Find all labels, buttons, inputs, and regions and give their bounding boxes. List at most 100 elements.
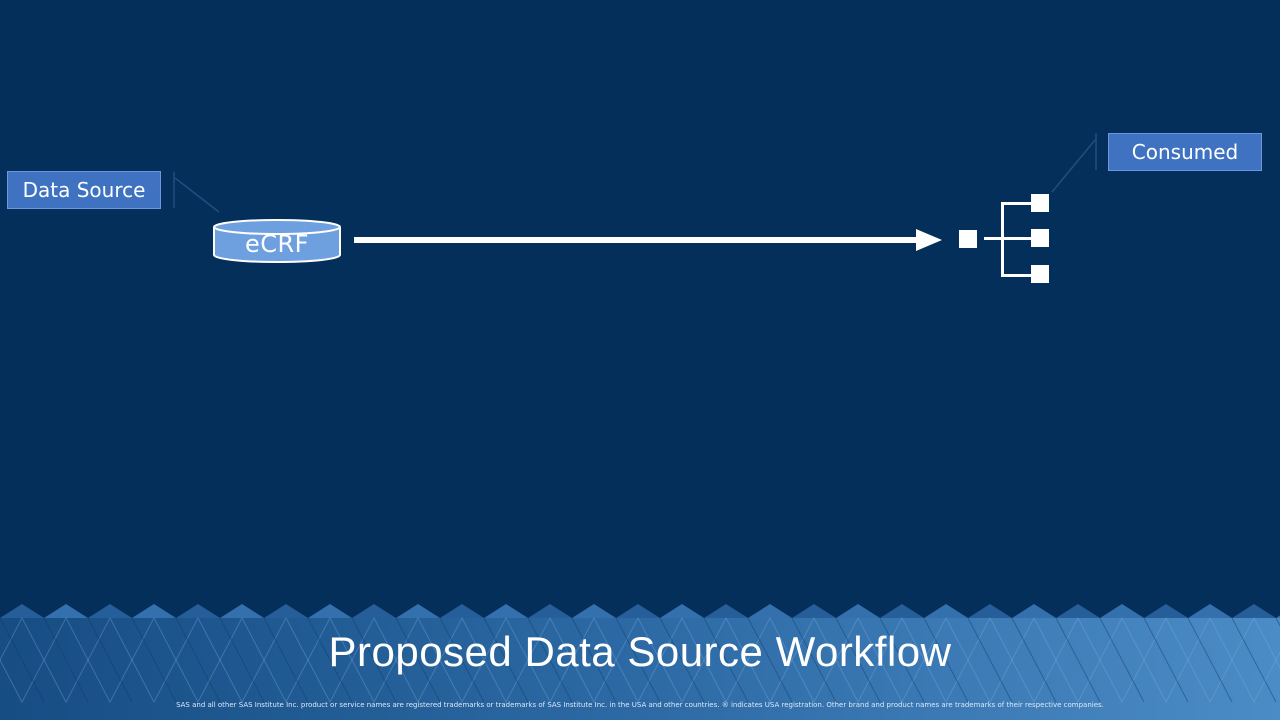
hierarchy-icon <box>959 194 1049 283</box>
band-peak <box>924 604 968 618</box>
band-peak <box>1056 604 1100 618</box>
data-source-callout: Data Source <box>7 171 161 209</box>
band-peak <box>352 604 396 618</box>
band-peak <box>44 604 88 618</box>
band-facet <box>835 616 881 704</box>
band-facet <box>175 616 221 704</box>
band-facet <box>1099 616 1145 704</box>
band-peak <box>264 604 308 618</box>
band-line <box>879 617 925 703</box>
band-line <box>395 617 441 703</box>
band-peak <box>308 604 352 618</box>
band-line <box>483 617 529 703</box>
band-line <box>527 617 573 703</box>
band-line <box>1011 617 1057 703</box>
consumed-callout-label: Consumed <box>1131 140 1239 164</box>
band-line <box>747 617 793 703</box>
band-facet <box>439 616 485 704</box>
band-peak <box>1188 604 1232 618</box>
band-facet <box>0 616 45 704</box>
band-peak <box>704 604 748 618</box>
band-line <box>835 617 881 703</box>
ecrf-label: eCRF <box>244 230 309 258</box>
legal-disclaimer: SAS and all other SAS Institute Inc. pro… <box>176 701 1104 709</box>
consumed-leader-diagonal <box>1051 139 1096 193</box>
slide-title: Proposed Data Source Workflow <box>328 628 952 675</box>
band-line <box>0 617 45 703</box>
band-line <box>791 617 837 703</box>
band-line <box>571 617 617 703</box>
flow-arrow-shaft <box>354 237 920 243</box>
band-peak <box>220 604 264 618</box>
footer-band <box>0 600 1280 720</box>
band-line <box>263 617 309 703</box>
band-peak <box>616 604 660 618</box>
band-facet <box>967 616 1013 704</box>
band-facet <box>1011 616 1057 704</box>
band-line <box>219 617 265 703</box>
band-facet <box>395 616 441 704</box>
band-facet <box>87 616 133 704</box>
band-line <box>351 617 397 703</box>
band-facet <box>1231 616 1277 704</box>
band-facet <box>659 616 705 704</box>
band-line <box>967 617 1013 703</box>
band-line <box>615 617 661 703</box>
band-peak <box>440 604 484 618</box>
band-facet <box>791 616 837 704</box>
band-line <box>1187 617 1233 703</box>
band-facet <box>1187 616 1233 704</box>
data-source-callout-label: Data Source <box>22 178 146 202</box>
band-line <box>1055 617 1101 703</box>
band-line <box>923 617 969 703</box>
band-peak <box>748 604 792 618</box>
consumed-callout: Consumed <box>1108 133 1262 171</box>
band-line <box>131 617 177 703</box>
band-line <box>1099 617 1145 703</box>
band-facet <box>219 616 265 704</box>
band-facet <box>879 616 925 704</box>
band-peak <box>88 604 132 618</box>
band-peak <box>968 604 1012 618</box>
band-peak <box>484 604 528 618</box>
band-peak <box>880 604 924 618</box>
band-facet <box>263 616 309 704</box>
band-peak <box>1144 604 1188 618</box>
band-facet <box>615 616 661 704</box>
band-line <box>43 617 89 703</box>
band-facet <box>703 616 749 704</box>
band-line <box>1231 617 1277 703</box>
band-line <box>175 617 221 703</box>
flow-arrow-head <box>916 229 942 251</box>
footer-pattern <box>0 604 1280 720</box>
band-facet <box>351 616 397 704</box>
band-peak <box>1012 604 1056 618</box>
band-peak <box>0 604 44 618</box>
band-peak <box>660 604 704 618</box>
band-peak <box>572 604 616 618</box>
band-line <box>87 617 133 703</box>
band-facet <box>1143 616 1189 704</box>
band-line <box>703 617 749 703</box>
band-peak <box>396 604 440 618</box>
band-facet <box>131 616 177 704</box>
band-facet <box>571 616 617 704</box>
band-peak <box>176 604 220 618</box>
band-facet <box>307 616 353 704</box>
band-line <box>439 617 485 703</box>
band-facet <box>483 616 529 704</box>
band-peak <box>1100 604 1144 618</box>
band-facet <box>43 616 89 704</box>
source-leader-diagonal <box>174 177 220 213</box>
band-facet <box>527 616 573 704</box>
band-peak <box>1232 604 1276 618</box>
band-facet <box>1055 616 1101 704</box>
band-peak <box>1276 615 1280 618</box>
band-facet <box>923 616 969 704</box>
band-line <box>1143 617 1189 703</box>
database-cylinder-icon <box>213 219 341 263</box>
band-line <box>659 617 705 703</box>
band-facet <box>747 616 793 704</box>
flow-arrow <box>354 229 942 251</box>
